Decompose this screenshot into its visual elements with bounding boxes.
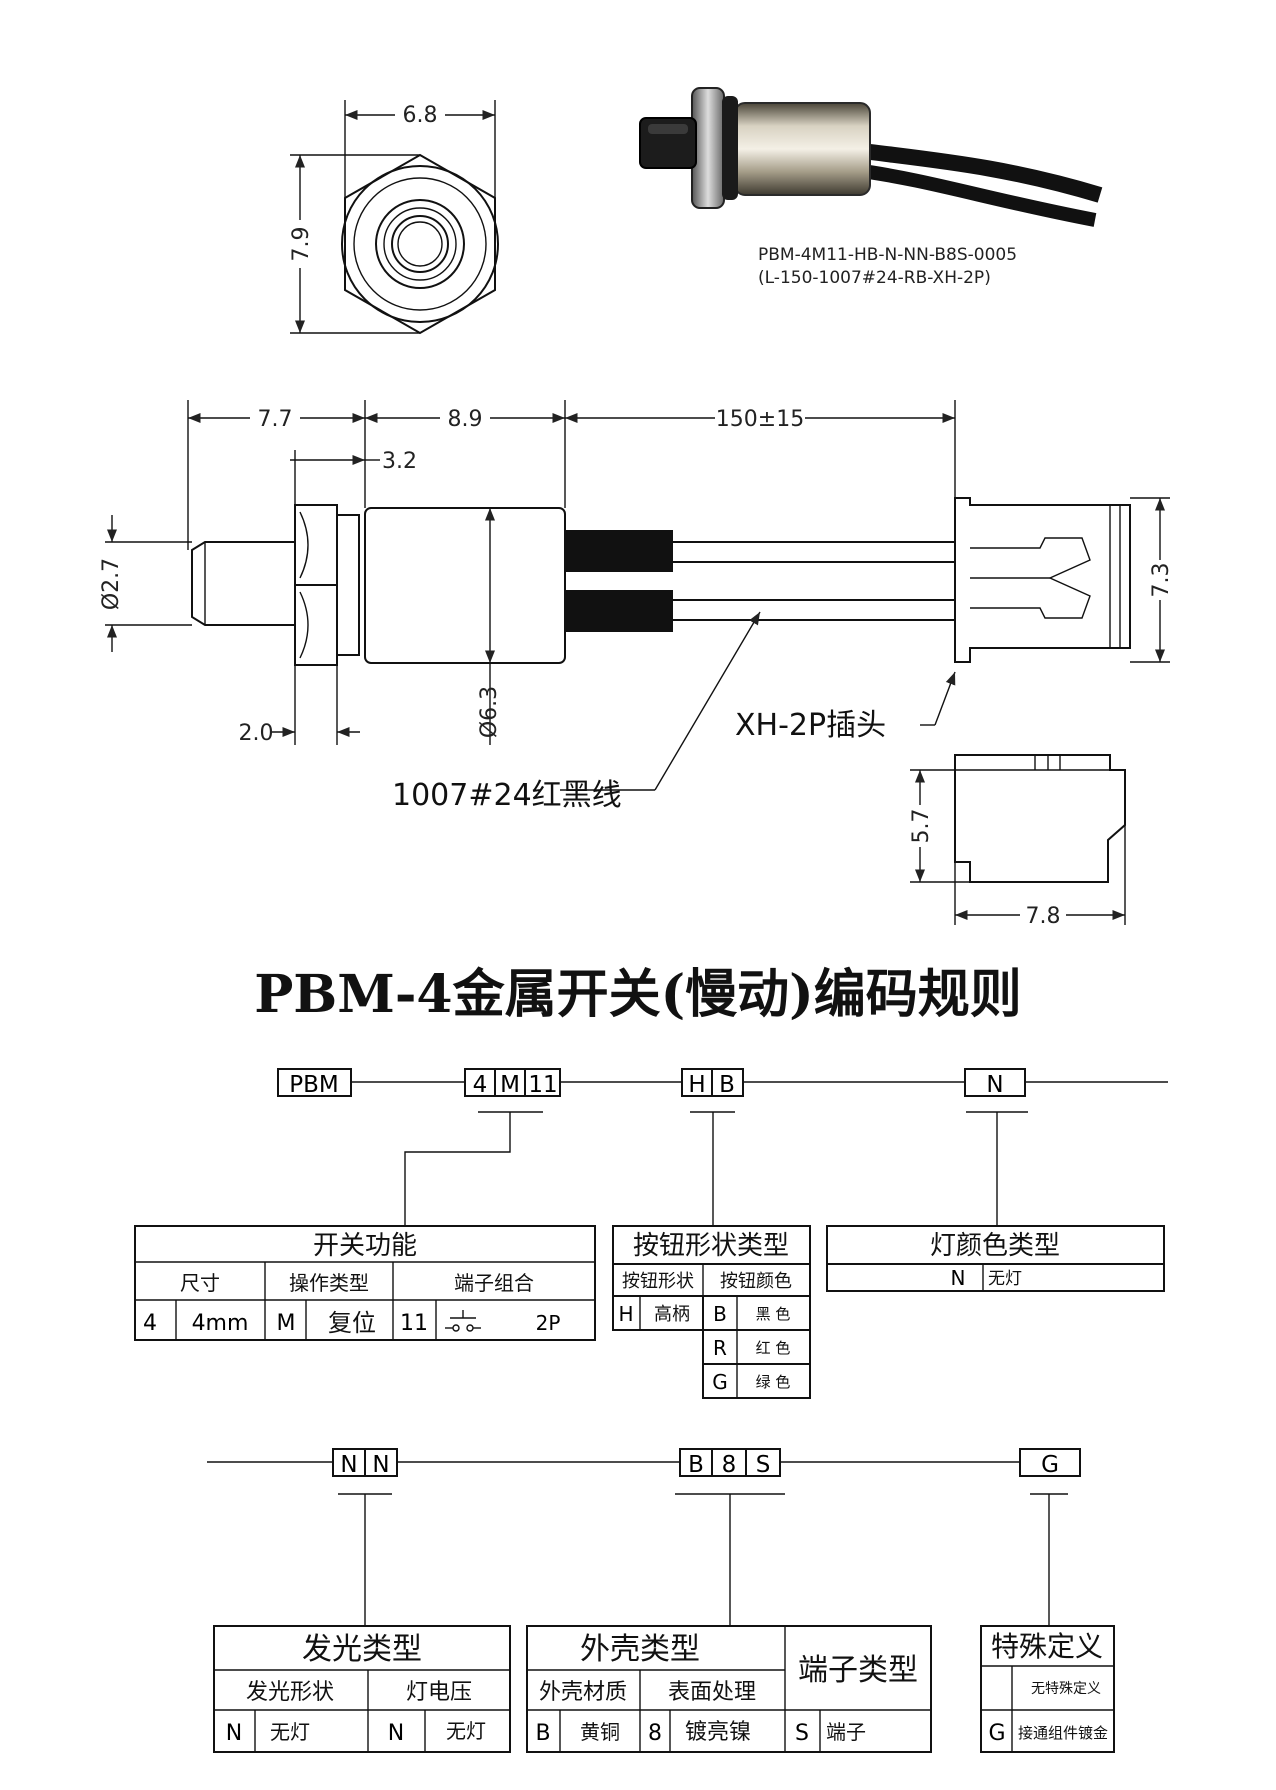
special-code: G (1041, 1452, 1059, 1478)
switch-function-table: 开关功能 尺寸 操作类型 端子组合 4 4mm M 复位 11 2P (134, 1225, 596, 1341)
light-color-value-cell: 无灯 (988, 1269, 1022, 1289)
light-shape-code: N (340, 1452, 357, 1478)
btn-shape-code: H (688, 1072, 705, 1098)
col-surface-treatment: 表面处理 (668, 1680, 756, 1705)
light-shape-code-cell: N (226, 1721, 242, 1746)
hex-height-dim: 7.9 (289, 227, 314, 262)
light-voltage-code: N (372, 1452, 389, 1478)
terminal-type-title: 端子类型 (798, 1653, 918, 1688)
button-type-title: 按钮形状类型 (633, 1231, 789, 1261)
material-value-cell: 黄铜 (580, 1720, 620, 1744)
col-button-shape: 按钮形状 (622, 1271, 694, 1292)
light-color-title: 灯颜色类型 (930, 1231, 1060, 1261)
button-type-table: 按钮形状类型 按钮形状 按钮颜色 H 高柄 B 黑 色 R 红 色 G 绿 色 (612, 1225, 811, 1399)
housing-table: 外壳类型 外壳材质 表面处理 B 黄铜 8 镀亮镍 端子类型 S 端子 (526, 1625, 932, 1753)
cable-length-dim: 150±15 (716, 407, 804, 432)
light-type-table: 发光类型 发光形状 灯电压 N 无灯 N 无灯 (213, 1625, 511, 1753)
btn-color-code: B (719, 1072, 735, 1098)
light-shape-value-cell: 无灯 (270, 1720, 310, 1744)
col-op-type: 操作类型 (289, 1271, 369, 1295)
button-color-code-2: G (712, 1370, 728, 1394)
button-color-name-1: 红 色 (756, 1339, 791, 1357)
light-color-table: 灯颜色类型 N 无灯 (826, 1225, 1165, 1292)
op-code-cell: M (277, 1311, 296, 1336)
col-size: 尺寸 (180, 1271, 220, 1295)
connector-label: XH-2P插头 (735, 708, 886, 743)
button-shape-value-cell: 高柄 (654, 1304, 690, 1325)
hex-width-dim: 6.8 (403, 103, 438, 128)
size-code-cell: 4 (143, 1311, 157, 1336)
terminal-type-code-cell: S (795, 1721, 809, 1746)
material-code: B (688, 1452, 704, 1478)
surface-code-cell: 8 (648, 1721, 662, 1746)
connector-side-view: 5.7 7.8 (908, 754, 1126, 929)
size-code: 4 (473, 1072, 488, 1098)
body-length-dim: 8.9 (448, 407, 483, 432)
prefix-code: PBM (289, 1072, 339, 1098)
plunger-length-dim: 7.7 (258, 407, 293, 432)
size-value-cell: 4mm (192, 1311, 249, 1336)
wire-label: 1007#24红黑线 (392, 778, 622, 813)
switch-function-title: 开关功能 (313, 1231, 417, 1261)
connector-side-height-dim: 5.7 (909, 809, 934, 844)
col-button-color: 按钮颜色 (720, 1271, 792, 1292)
material-code-cell: B (535, 1721, 550, 1746)
col-terminal-combo: 端子组合 (454, 1271, 534, 1295)
photo-caption-line1: PBM-4M11-HB-N-NN-B8S-0005 (758, 245, 1017, 265)
photo-caption-line2: (L-150-1007#24-RB-XH-2P) (758, 268, 991, 288)
special-row2-value: 接通组件镀金 (1018, 1724, 1108, 1742)
button-shape-code-cell: H (618, 1302, 633, 1326)
op-code: M (500, 1072, 520, 1098)
hex-end-view: 6.8 7.9 (286, 100, 499, 335)
terminal-type-code: S (756, 1452, 771, 1478)
connector-side-width-dim: 7.8 (1026, 904, 1061, 929)
light-code: N (986, 1072, 1003, 1098)
connector-height-dim: 7.3 (1149, 563, 1174, 598)
side-view: 7.7 8.9 150±15 3.2 Ø2.7 Ø6.3 2.0 (99, 400, 1174, 813)
special-table: 特殊定义 无特殊定义 G 接通组件镀金 (980, 1625, 1115, 1753)
op-value-cell: 复位 (328, 1309, 376, 1337)
nut-thickness-dim: 3.2 (382, 449, 417, 474)
plunger-diameter-dim: Ø2.7 (99, 558, 124, 610)
button-color-name-2: 绿 色 (756, 1373, 791, 1391)
nut-offset-dim: 2.0 (239, 721, 274, 746)
code-row-2: N N B 8 S G (207, 1448, 1081, 1626)
term-value-cell: 2P (536, 1311, 561, 1335)
body-diameter-dim: Ø6.3 (477, 686, 502, 738)
term-code-cell: 11 (400, 1311, 428, 1336)
code-row-1: PBM 4 M 11 H B N (277, 1068, 1168, 1226)
col-housing-material: 外壳材质 (539, 1680, 627, 1705)
housing-title: 外壳类型 (580, 1632, 700, 1667)
terminal-code: 11 (528, 1072, 557, 1098)
light-type-title: 发光类型 (302, 1632, 422, 1667)
special-row1-value: 无特殊定义 (1031, 1681, 1101, 1697)
button-color-code-1: R (713, 1336, 727, 1360)
terminal-type-value-cell: 端子 (826, 1720, 866, 1744)
button-color-code-0: B (713, 1302, 727, 1326)
push-switch-symbol-icon (445, 1310, 481, 1332)
button-color-name-0: 黑 色 (756, 1305, 791, 1323)
surface-code: 8 (722, 1452, 737, 1478)
light-voltage-value-cell: 无灯 (446, 1719, 486, 1743)
surface-value-cell: 镀亮镍 (685, 1720, 751, 1745)
light-color-code-cell: N (951, 1266, 966, 1290)
special-row2-code: G (988, 1721, 1005, 1746)
special-title: 特殊定义 (991, 1630, 1103, 1663)
col-light-shape: 发光形状 (246, 1680, 334, 1705)
page-title: PBM-4金属开关(慢动)编码规则 (254, 964, 1022, 1025)
col-light-voltage: 灯电压 (406, 1680, 472, 1705)
light-voltage-code-cell: N (388, 1721, 404, 1746)
product-photo: PBM-4M11-HB-N-NN-B8S-0005 (L-150-1007#24… (639, 87, 1103, 288)
